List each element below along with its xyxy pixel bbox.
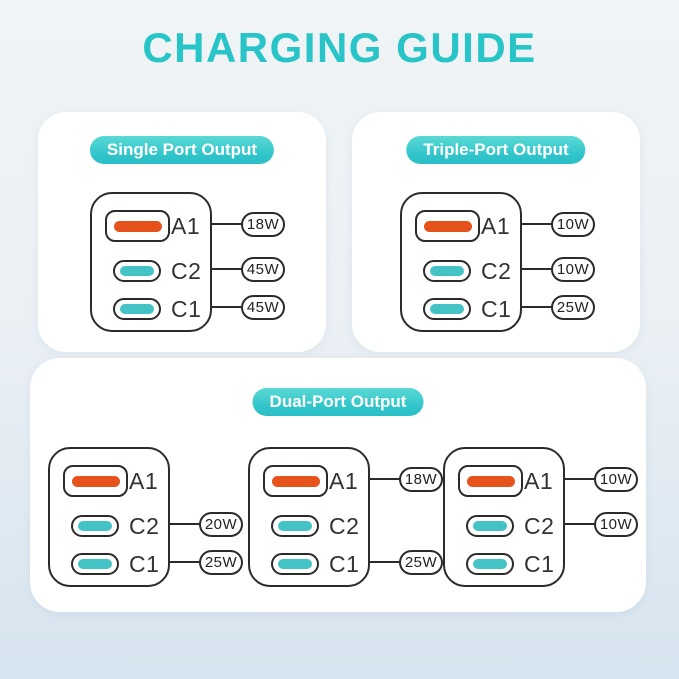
usb-c-pin [473,521,507,531]
connector-line [368,561,400,563]
connector-line [563,523,595,525]
connector-line [520,306,552,308]
port-label: C1 [481,296,512,322]
usb-c-port-icon [466,553,514,575]
usb-a-pin [271,475,320,487]
usb-a-port-icon [63,465,128,497]
connector-line [168,523,200,525]
charger-device: A1 C2 C1 [90,192,212,332]
usb-a-port-icon [105,210,170,242]
usb-c-port-icon [466,515,514,537]
usb-c-pin [430,266,464,276]
usb-c-pin [120,304,154,314]
connector-line [368,478,400,480]
usb-c-port-icon [423,298,471,320]
usb-c-port-icon [271,515,319,537]
connector-line [210,223,242,225]
charger-device: A1 C2 C1 [48,447,170,587]
usb-c-pin [278,521,312,531]
charger-unit: A1 C2 C1 10W 10W [443,447,639,587]
dual-port-badge: Dual-Port Output [252,388,424,416]
wattage-pill: 10W [551,257,595,282]
connector-line [563,478,595,480]
panel-dual-port: Dual-Port Output A1 C2 C1 20W 25W A1 C2 … [30,358,646,612]
usb-a-pin [113,220,162,232]
usb-a-pin [71,475,120,487]
charger-device: A1 C2 C1 [248,447,370,587]
usb-c-port-icon [113,298,161,320]
wattage-pill: 25W [399,550,443,575]
port-label: A1 [524,468,554,494]
connector-line [520,223,552,225]
panel-triple-port: Triple-Port Output A1 C2 C1 10W 10W 25W [352,112,640,352]
wattage-pill: 45W [241,295,285,320]
port-label: C2 [524,513,555,539]
usb-a-pin [423,220,472,232]
wattage-pill: 10W [594,512,638,537]
wattage-pill: 10W [551,212,595,237]
port-label: C1 [329,551,360,577]
usb-c-pin [430,304,464,314]
wattage-pill: 20W [199,512,243,537]
page-title: CHARGING GUIDE [142,24,537,71]
usb-c-port-icon [71,553,119,575]
connector-line [210,306,242,308]
wattage-pill: 18W [241,212,285,237]
triple-port-badge: Triple-Port Output [406,136,586,164]
wattage-pill: 25W [199,550,243,575]
wattage-pill: 10W [594,467,638,492]
port-label: C1 [129,551,160,577]
usb-c-pin [78,559,112,569]
panel-single-port: Single Port Output A1 C2 C1 18W 45W 45W [38,112,326,352]
charger-device: A1 C2 C1 [400,192,522,332]
port-label: A1 [129,468,159,494]
usb-c-pin [278,559,312,569]
usb-c-port-icon [71,515,119,537]
port-label: A1 [171,213,201,239]
wattage-pill: 18W [399,467,443,492]
port-label: C2 [129,513,160,539]
port-label: C2 [329,513,360,539]
usb-a-port-icon [458,465,523,497]
port-label: C1 [171,296,202,322]
connector-line [520,268,552,270]
port-label: A1 [481,213,511,239]
usb-a-port-icon [415,210,480,242]
wattage-pill: 45W [241,257,285,282]
connector-line [210,268,242,270]
port-label: A1 [329,468,359,494]
charger-device: A1 C2 C1 [443,447,565,587]
single-port-badge: Single Port Output [89,136,275,164]
charger-unit: A1 C2 C1 10W 10W 25W [400,192,596,332]
usb-c-port-icon [423,260,471,282]
charger-unit: A1 C2 C1 18W 45W 45W [90,192,286,332]
usb-c-pin [473,559,507,569]
usb-c-port-icon [113,260,161,282]
usb-a-pin [466,475,515,487]
port-label: C2 [171,258,202,284]
port-label: C1 [524,551,555,577]
usb-c-pin [78,521,112,531]
connector-line [168,561,200,563]
usb-c-port-icon [271,553,319,575]
wattage-pill: 25W [551,295,595,320]
port-label: C2 [481,258,512,284]
usb-a-port-icon [263,465,328,497]
charger-unit: A1 C2 C1 20W 25W [48,447,244,587]
charger-unit: A1 C2 C1 18W 25W [248,447,444,587]
usb-c-pin [120,266,154,276]
